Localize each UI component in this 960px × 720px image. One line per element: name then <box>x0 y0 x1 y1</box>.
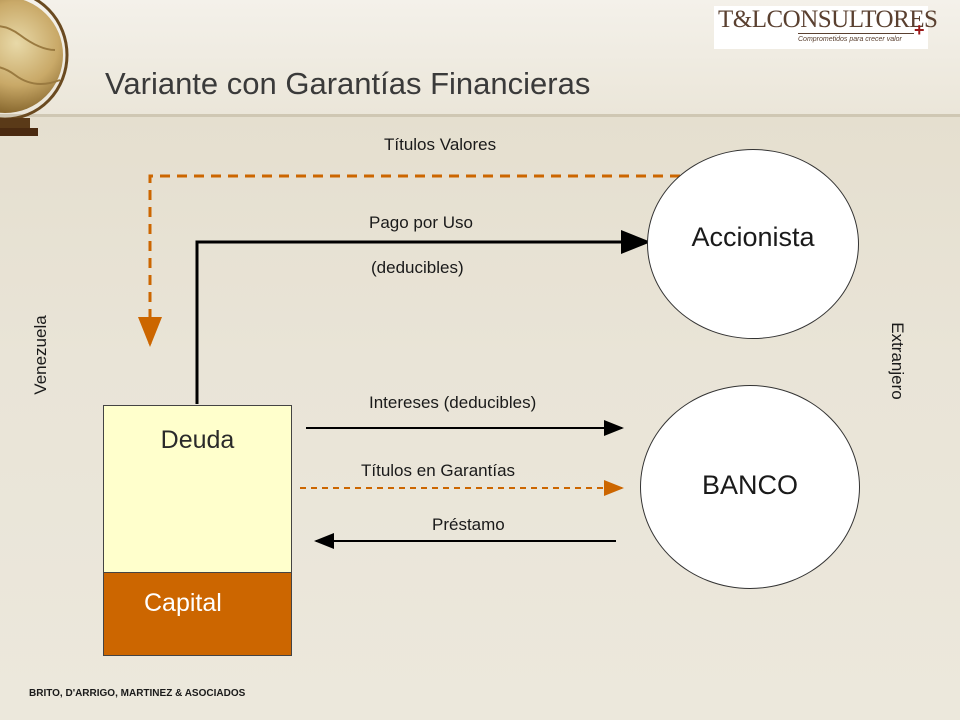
label-titulos-valores: Títulos Valores <box>384 135 497 154</box>
logo-tagline: Comprometidos para crecer valor <box>798 36 902 43</box>
header-divider <box>0 114 960 117</box>
pago-por-uso-arrow <box>195 230 651 404</box>
label-titulos-garantias: Títulos en Garantías <box>361 461 516 480</box>
node-accionista: Accionista <box>647 149 859 339</box>
label-venezuela: Venezuela <box>31 315 50 395</box>
logo-brand-text: T&LCONSULTORES <box>718 6 938 33</box>
label-deducibles: (deducibles) <box>371 258 464 277</box>
globe-icon <box>0 0 69 136</box>
logo-rule <box>798 33 914 34</box>
titulos-valores-arrow <box>138 174 680 347</box>
label-pago-por-uso: Pago por Uso <box>369 213 473 232</box>
node-deuda-label: Deuda <box>160 426 235 454</box>
node-accionista-label: Accionista <box>691 222 815 252</box>
label-extranjero: Extranjero <box>888 322 907 400</box>
node-banco: BANCO <box>640 385 860 589</box>
footer-text: BRITO, D'ARRIGO, MARTINEZ & ASOCIADOS <box>29 688 246 699</box>
logo-plus: + <box>914 20 925 40</box>
node-deuda: Deuda <box>103 405 292 574</box>
label-intereses: Intereses (deducibles) <box>369 393 537 412</box>
node-banco-label: BANCO <box>701 470 799 500</box>
node-capital: Capital <box>103 572 292 656</box>
company-logo: T&LCONSULTORES + Comprometidos para crec… <box>714 6 938 49</box>
slide-title: Variante con Garantías Financieras <box>105 66 591 101</box>
label-prestamo: Préstamo <box>432 515 505 534</box>
node-capital-label: Capital <box>144 589 222 617</box>
